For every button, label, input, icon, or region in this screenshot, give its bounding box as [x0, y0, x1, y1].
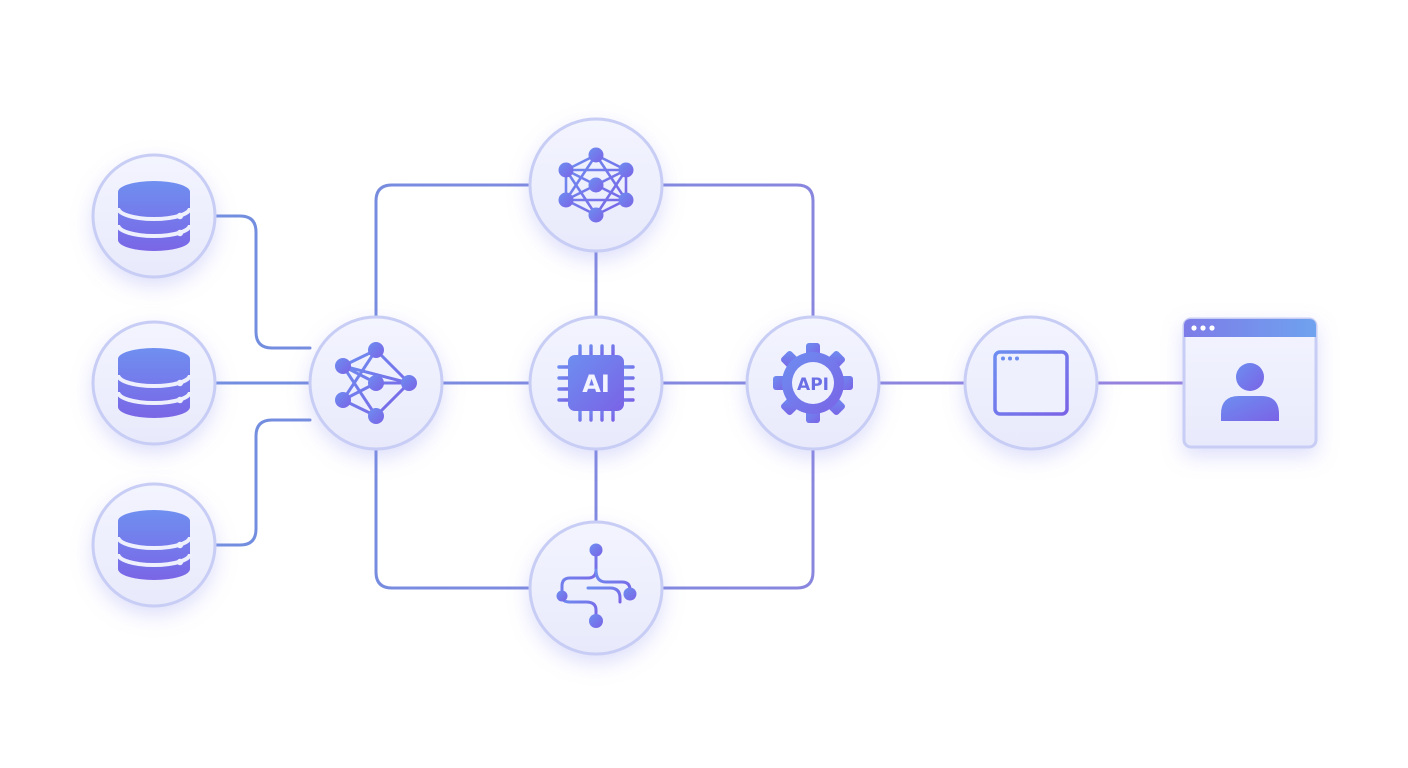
user-avatar-body [1221, 396, 1279, 421]
ai-chip-icon: AI [557, 344, 635, 422]
node-model-network[interactable] [528, 117, 664, 253]
connector-source-1 [213, 214, 312, 350]
ai-chip-label: AI [582, 370, 610, 398]
connector-ingest-to-top [374, 183, 530, 320]
node-source-3[interactable] [91, 482, 217, 608]
node-app-window[interactable] [963, 315, 1099, 451]
api-gear-icon: API [773, 343, 853, 423]
connector-top-to-api [661, 183, 815, 320]
neural-network-icon [558, 147, 634, 223]
browser-window-icon [993, 350, 1069, 416]
connectors [213, 183, 1187, 590]
user-profile-window-icon [1182, 317, 1318, 449]
data-flow-icon [556, 543, 637, 628]
node-flow-pipeline[interactable] [528, 520, 664, 656]
node-ingest-network[interactable] [308, 315, 444, 451]
neural-network-icon [335, 342, 417, 424]
connector-source-3 [213, 418, 312, 547]
connector-ingest-to-bottom [374, 448, 530, 590]
database-icon [116, 510, 192, 580]
node-source-2[interactable] [91, 320, 217, 446]
database-icon [116, 181, 192, 251]
user-avatar-head [1236, 363, 1264, 391]
connector-bottom-to-api [661, 448, 815, 590]
node-user-screen[interactable] [1182, 317, 1318, 449]
node-source-1[interactable] [91, 153, 217, 279]
node-ai-chip[interactable]: AI [528, 315, 664, 451]
database-icon [116, 348, 192, 418]
node-api-gateway[interactable]: API [745, 315, 881, 451]
api-gateway-label: API [797, 375, 829, 395]
